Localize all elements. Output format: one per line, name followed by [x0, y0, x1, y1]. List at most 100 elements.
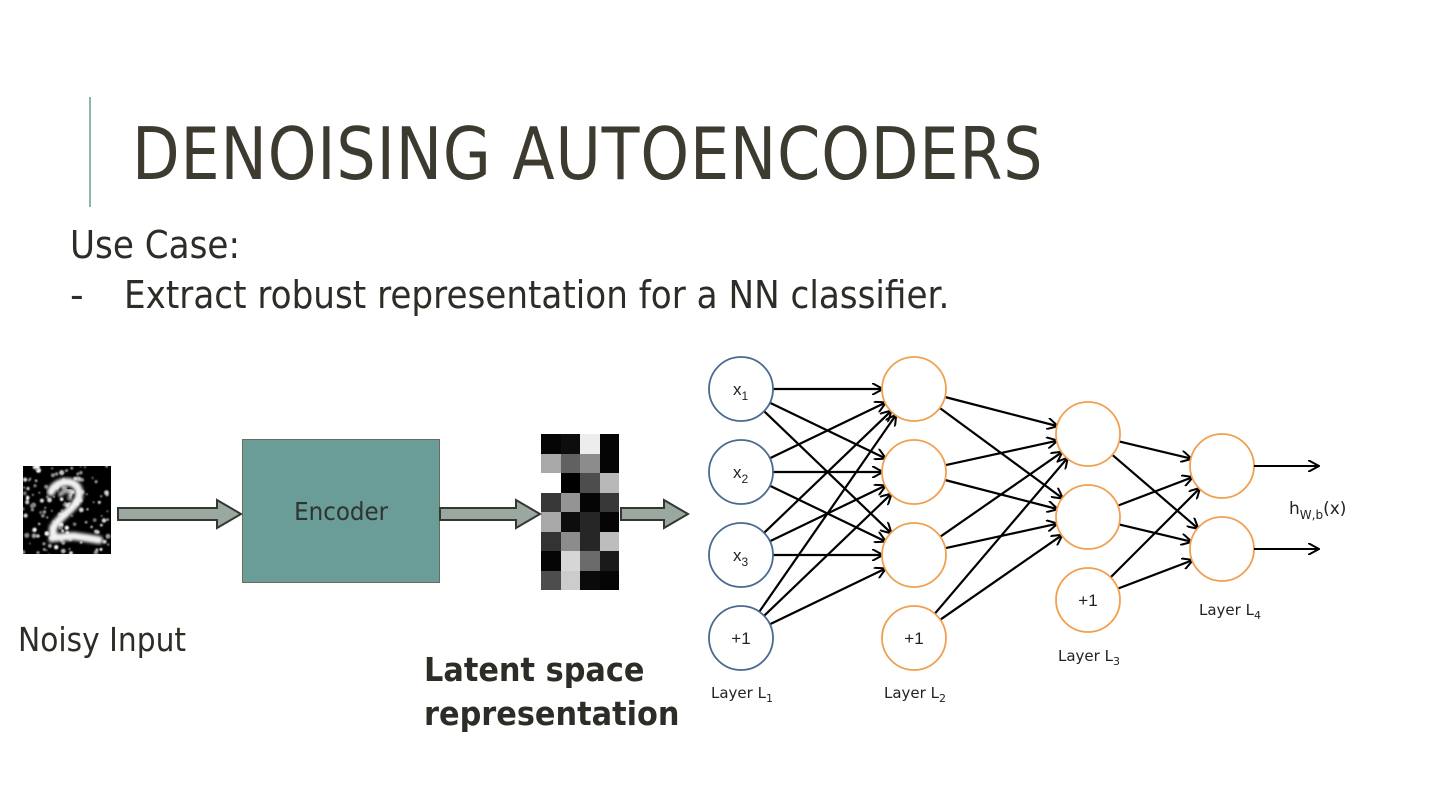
noise-dot	[39, 511, 42, 514]
noise-dot	[105, 466, 108, 468]
layer-label: Layer L3	[1058, 647, 1120, 668]
noise-dot	[28, 542, 31, 545]
noise-dot	[84, 466, 86, 469]
latent-cell	[541, 570, 561, 590]
noise-dot	[23, 507, 25, 511]
input-node	[708, 439, 774, 505]
latent-cell	[560, 453, 580, 473]
noise-dot	[54, 545, 59, 550]
noise-dot	[48, 553, 50, 554]
arrow-encoder-to-latent	[439, 498, 542, 530]
network-edge	[1109, 489, 1200, 579]
network-edge	[1118, 440, 1191, 458]
noise-dot	[28, 479, 31, 482]
noise-dot	[38, 522, 41, 526]
neuron-node	[1055, 401, 1121, 467]
noise-dot	[36, 551, 40, 554]
noise-dot	[54, 472, 59, 476]
noisy-input-label: Noisy Input	[18, 620, 187, 659]
latent-cell	[599, 434, 619, 454]
latent-cell	[541, 551, 561, 571]
neuron-node	[1189, 516, 1255, 582]
noise-dot	[100, 495, 103, 498]
latent-cell	[599, 492, 619, 512]
bias-node	[1055, 567, 1121, 633]
latent-cell	[541, 434, 561, 454]
noise-dot	[90, 525, 93, 529]
noise-dot	[23, 486, 26, 489]
latent-cell	[599, 570, 619, 590]
network-edge	[769, 403, 885, 460]
latent-cell	[560, 531, 580, 551]
bullet-text: Extract robust representation for a NN c…	[124, 273, 950, 317]
latent-cell	[541, 492, 561, 512]
noise-dot	[94, 480, 98, 484]
noise-dot	[64, 525, 69, 530]
latent-cell	[599, 551, 619, 571]
node-label: +1	[731, 629, 750, 648]
noise-dot	[104, 490, 109, 496]
latent-cell	[580, 531, 600, 551]
noise-dot	[84, 520, 88, 524]
latent-label-line1: Latent space	[424, 650, 645, 689]
noise-dot	[44, 506, 47, 509]
noise-dot	[51, 510, 53, 512]
bias-node	[708, 605, 774, 671]
arrow-latent-to-network	[620, 498, 690, 530]
noise-dot	[36, 534, 40, 538]
latent-cell	[599, 473, 619, 493]
latent-cell	[541, 531, 561, 551]
noise-dot	[101, 518, 107, 523]
network-edge	[763, 411, 891, 534]
noise-dot	[62, 503, 66, 507]
noise-dot	[29, 477, 32, 480]
noise-dot	[51, 467, 53, 470]
latent-cell	[599, 453, 619, 473]
noise-dot	[57, 490, 59, 492]
noise-dot	[23, 477, 28, 482]
neuron-node	[881, 522, 947, 588]
noise-dot	[100, 523, 103, 527]
noise-dot	[36, 468, 39, 471]
noise-dot	[60, 548, 66, 554]
noise-dot	[24, 532, 30, 538]
noise-dot	[41, 513, 45, 518]
noise-dot	[44, 484, 49, 489]
noise-dot	[105, 533, 111, 539]
neuron-node	[1055, 484, 1121, 550]
noise-dot	[39, 498, 44, 503]
input-node	[708, 356, 774, 422]
noise-dot	[26, 495, 29, 499]
noise-dot	[42, 542, 46, 546]
noise-dot	[61, 529, 65, 533]
noise-dot	[53, 495, 55, 498]
noise-dot	[86, 508, 89, 511]
network-edges	[758, 389, 1200, 626]
title-accent-bar	[89, 97, 91, 207]
network-edge	[944, 395, 1057, 426]
noise-dot	[100, 515, 103, 517]
noise-dot	[31, 493, 34, 496]
encoder-label: Encoder	[293, 496, 389, 526]
latent-cell	[580, 570, 600, 590]
latent-cell	[560, 512, 580, 532]
noise-dot	[58, 525, 63, 530]
noise-dot	[92, 518, 97, 522]
network-edge	[769, 569, 885, 626]
layer-label: Layer L2	[884, 684, 946, 705]
latent-cell	[541, 473, 561, 493]
latent-cell	[560, 551, 580, 571]
noise-dot	[64, 501, 66, 504]
latent-cell	[580, 434, 600, 454]
bias-node	[881, 605, 947, 671]
noise-dot	[92, 501, 95, 504]
latent-cell	[580, 551, 600, 571]
noise-dot	[97, 500, 101, 504]
output-arrows	[1254, 466, 1318, 549]
noise-dot	[79, 471, 83, 475]
noise-dot	[71, 514, 73, 517]
noise-dot	[106, 510, 109, 513]
noise-dot	[68, 548, 71, 550]
